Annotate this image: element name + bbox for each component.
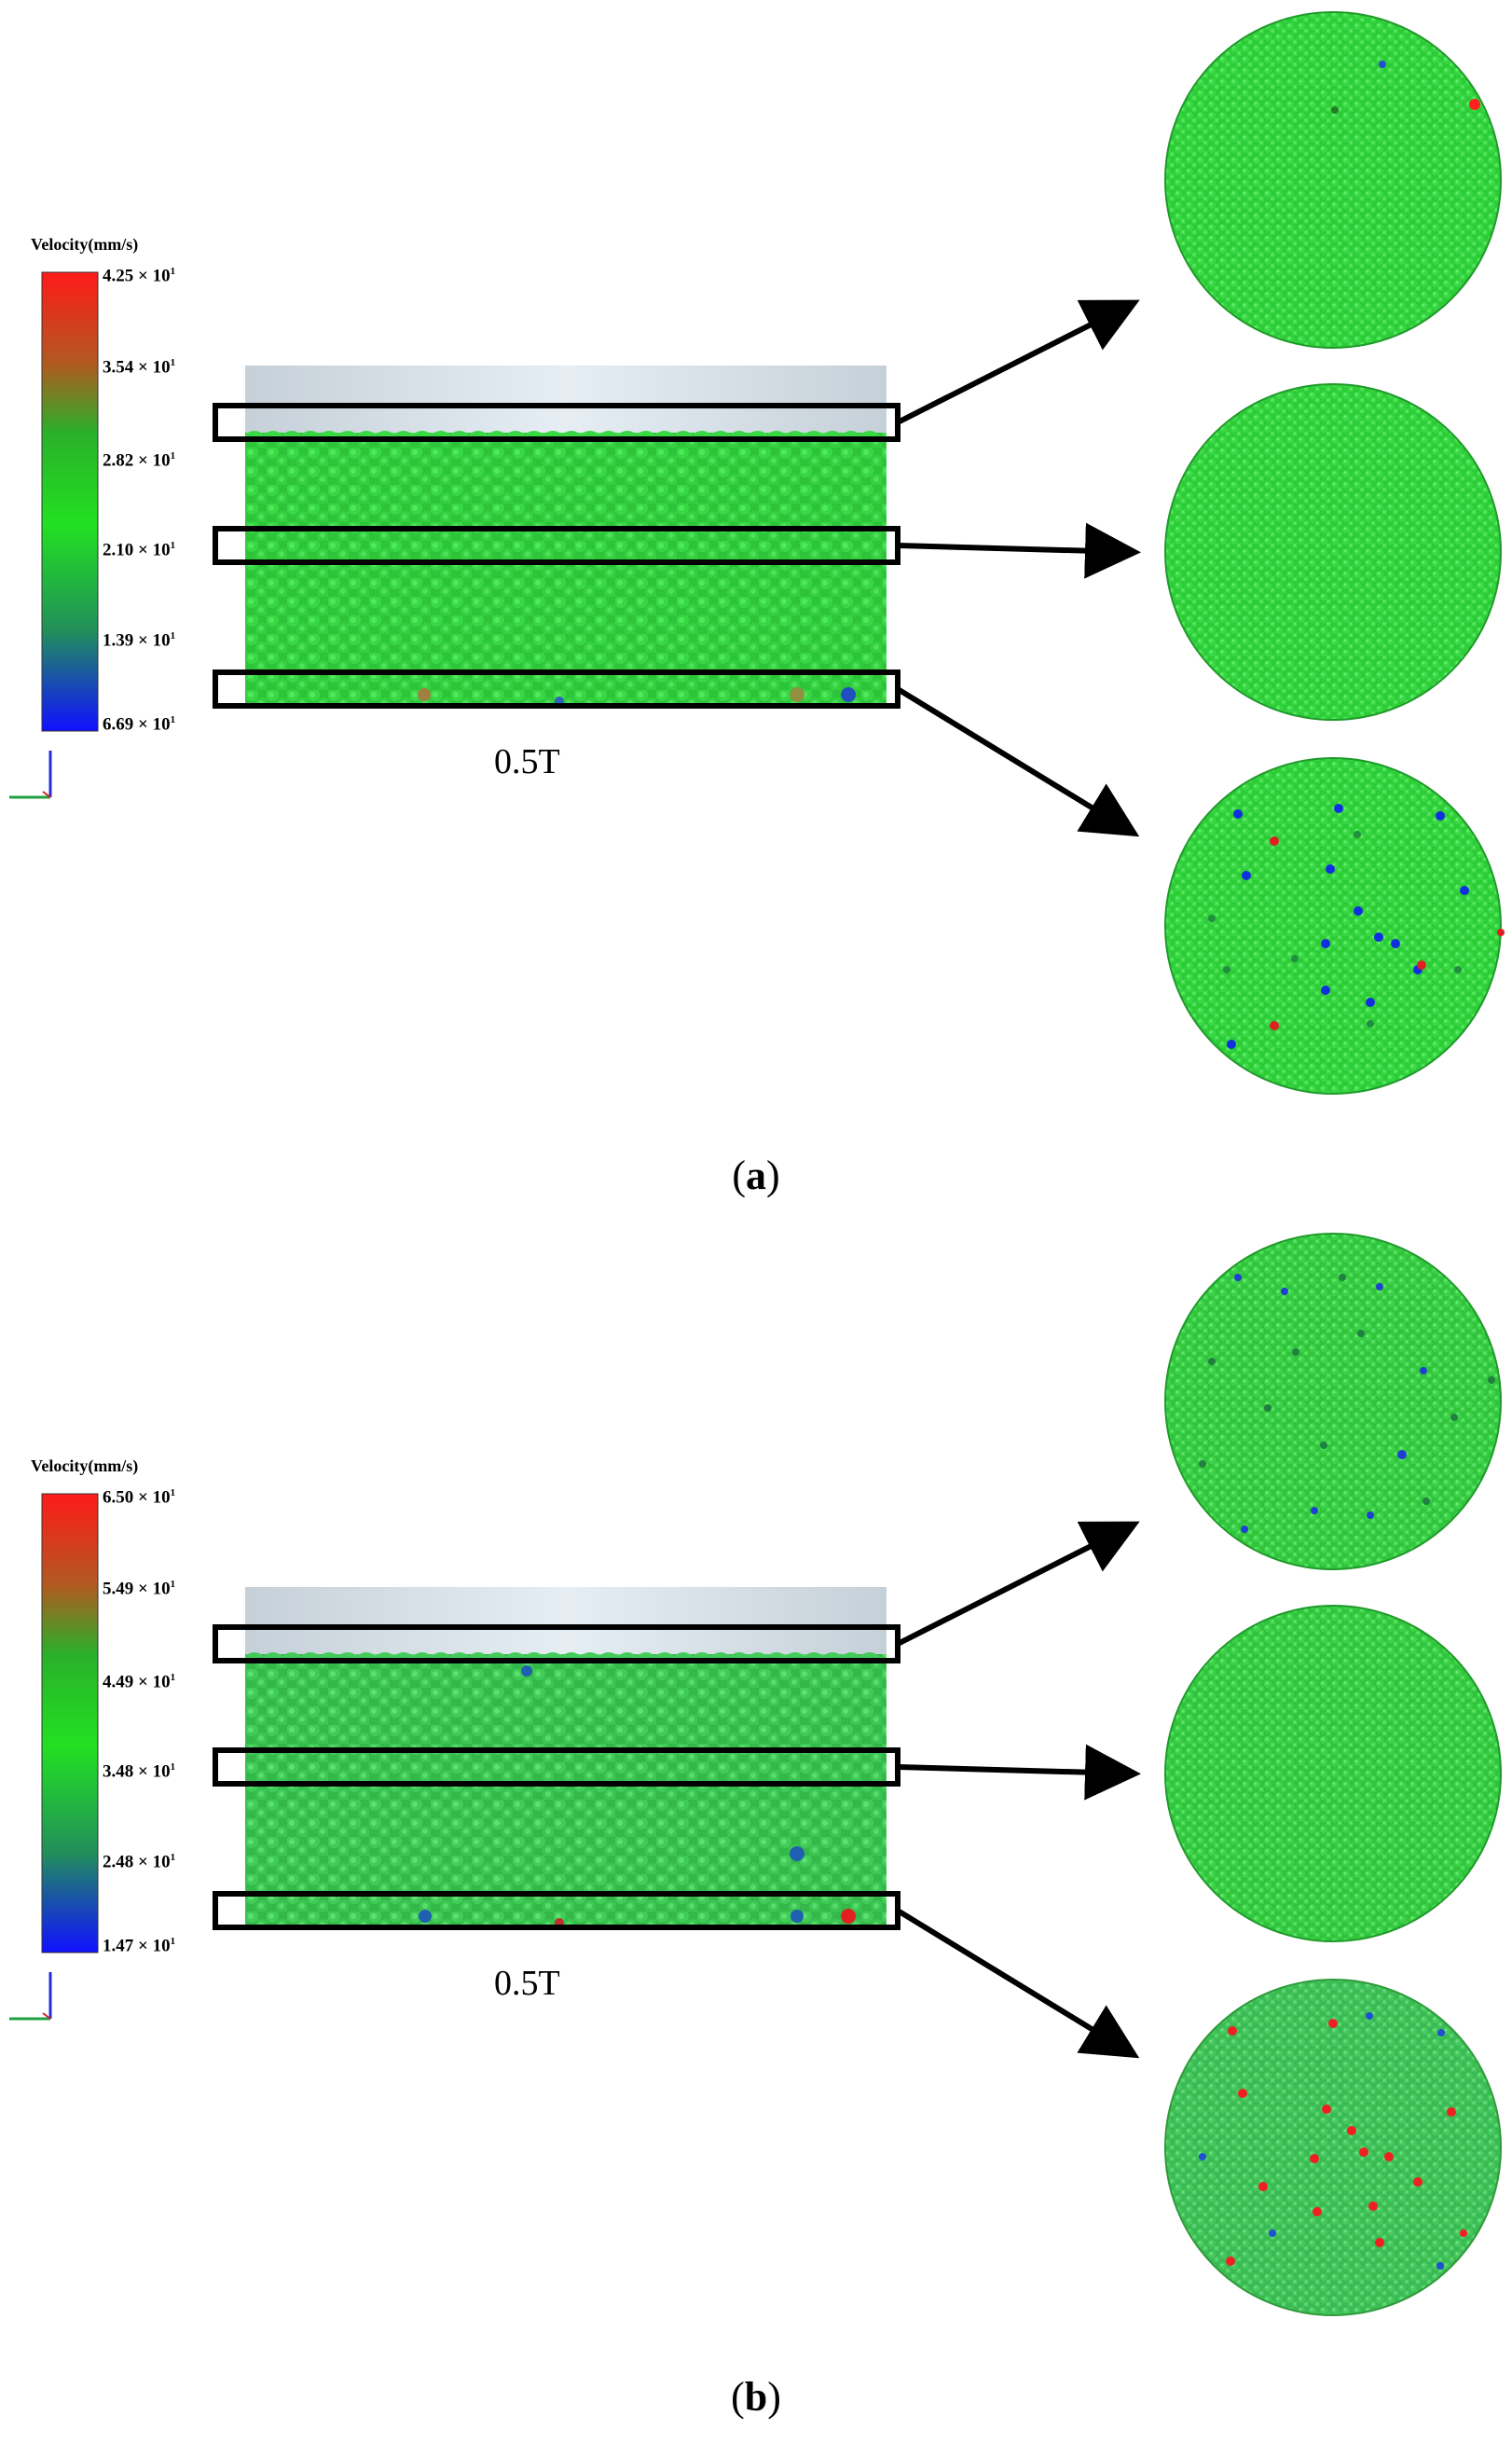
bed-particle-accent xyxy=(521,1665,532,1677)
arrow-middle xyxy=(897,522,1141,579)
colorbar-tick: 6.50 × 101 xyxy=(103,1487,176,1508)
arrow-bottom xyxy=(896,686,1140,837)
axis-triad-icon xyxy=(9,751,52,799)
panel-a: Velocity(mm/s) 4.25 × 101 3.54 × 101 2.8… xyxy=(9,11,1505,1198)
colorbar-tick: 2.10 × 101 xyxy=(103,540,176,560)
time-label: 0.5T xyxy=(494,1964,560,2003)
bed-particle-accent xyxy=(790,1846,804,1861)
slice-disc-top xyxy=(1164,11,1502,349)
container-top-empty xyxy=(245,1587,887,1660)
bed-particle-accent xyxy=(418,688,431,701)
colorbar-gradient xyxy=(41,271,99,732)
panel-b-graphics xyxy=(9,1233,1502,2316)
panel-b: Velocity(mm/s) 6.50 × 101 5.49 × 101 4.4… xyxy=(0,1222,1512,2443)
time-label: 0.5T xyxy=(494,742,560,781)
slice-disc-bottom xyxy=(1164,757,1505,1095)
colorbar-tick: 6.69 × 101 xyxy=(103,714,176,735)
axis-triad-icon xyxy=(9,1972,52,2021)
colorbar-title: Velocity(mm/s) xyxy=(31,235,139,254)
colorbar-tick: 3.54 × 101 xyxy=(103,357,176,378)
arrow-top xyxy=(896,1521,1140,1647)
particle-bed xyxy=(245,433,887,707)
colorbar-tick: 1.39 × 101 xyxy=(103,630,176,651)
slice-disc-top xyxy=(1164,1233,1502,1570)
particle-bed xyxy=(245,1654,887,1928)
bed-particle-accent xyxy=(790,687,804,702)
colorbar-tick: 5.49 × 101 xyxy=(103,1579,176,1599)
colorbar-tick: 4.49 × 101 xyxy=(103,1672,176,1692)
colorbar-tick: 1.47 × 101 xyxy=(103,1936,176,1956)
colorbar-tick: 2.48 × 101 xyxy=(103,1852,176,1872)
panel-a-graphics xyxy=(9,11,1505,1095)
slice-disc-bottom xyxy=(1164,1979,1502,2316)
colorbar-tick: 3.48 × 101 xyxy=(103,1761,176,1782)
colorbar-tick: 2.82 × 101 xyxy=(103,450,176,471)
bed-particle-accent xyxy=(419,1910,432,1923)
slice-disc-middle xyxy=(1164,1605,1502,1942)
colorbar-gradient xyxy=(41,1493,99,1953)
arrow-middle xyxy=(897,1744,1141,1801)
panel-label: (a) xyxy=(732,1152,780,1198)
slice-disc-middle xyxy=(1164,383,1502,721)
arrow-top xyxy=(896,299,1140,425)
colorbar-title: Velocity(mm/s) xyxy=(31,1456,139,1475)
bed-particle-accent xyxy=(841,687,856,702)
bed-particle-accent xyxy=(790,1910,804,1923)
colorbar-tick: 4.25 × 101 xyxy=(103,266,176,286)
container-top-empty xyxy=(245,366,887,438)
arrow-bottom xyxy=(896,1908,1140,2059)
bed-particle-accent xyxy=(841,1909,856,1924)
panel-label: (b) xyxy=(731,2374,781,2420)
